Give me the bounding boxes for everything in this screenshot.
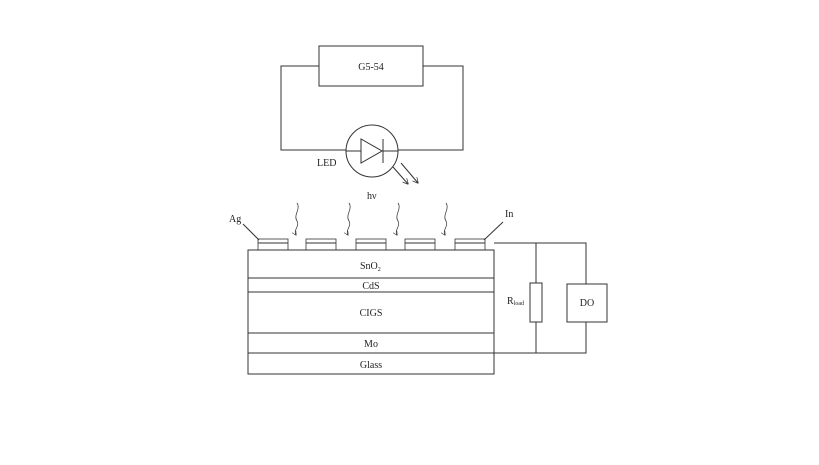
light-wave-icon	[347, 202, 351, 235]
contact-left-label: Ag	[229, 214, 241, 225]
contact-finger	[404, 238, 436, 251]
layer-sno2	[247, 249, 495, 279]
light-wave-icon	[444, 202, 448, 235]
contact-finger	[454, 238, 486, 251]
layer-cigs-label: CIGS	[360, 308, 383, 319]
emission-arrows-icon	[392, 162, 418, 184]
layer-glass-label: Glass	[360, 360, 382, 371]
oscilloscope-label: DO	[580, 298, 594, 309]
led-drive-circuit: G5-54 LED hν	[280, 45, 464, 202]
led-symbol	[345, 124, 399, 178]
light-wave-icon	[295, 202, 299, 235]
led-label: LED	[317, 158, 336, 169]
diode-triangle	[360, 138, 384, 164]
light-wave-icon	[396, 202, 400, 235]
light-waves	[295, 202, 448, 235]
photon-label: hν	[367, 191, 377, 202]
in-leader-line	[483, 221, 504, 241]
top-contacts: Ag In	[229, 209, 513, 251]
wire-left-loop	[280, 65, 346, 151]
layer-glass	[247, 352, 495, 375]
contact-finger	[257, 238, 289, 251]
layer-cds-label: CdS	[362, 281, 379, 292]
wire-right-loop	[398, 65, 464, 151]
load-resistor-label: Rload	[507, 296, 524, 307]
measurement-circuit: Rload DO	[494, 242, 608, 354]
contact-finger	[305, 238, 337, 251]
wire-top	[494, 242, 587, 284]
layer-sno2-label: SnO2	[360, 261, 381, 273]
layer-cigs	[247, 291, 495, 334]
generator-box	[318, 45, 424, 87]
layer-mo-label: Mo	[364, 339, 378, 350]
load-resistor	[529, 282, 543, 323]
contact-right-label: In	[505, 209, 513, 220]
generator-label: G5-54	[358, 62, 384, 73]
oscilloscope-box	[566, 283, 608, 323]
ag-leader-line	[242, 223, 260, 241]
contact-finger	[355, 238, 387, 251]
layer-stack: SnO2 CdS CIGS Mo Glass	[247, 249, 495, 375]
wire-bottom	[494, 322, 587, 354]
